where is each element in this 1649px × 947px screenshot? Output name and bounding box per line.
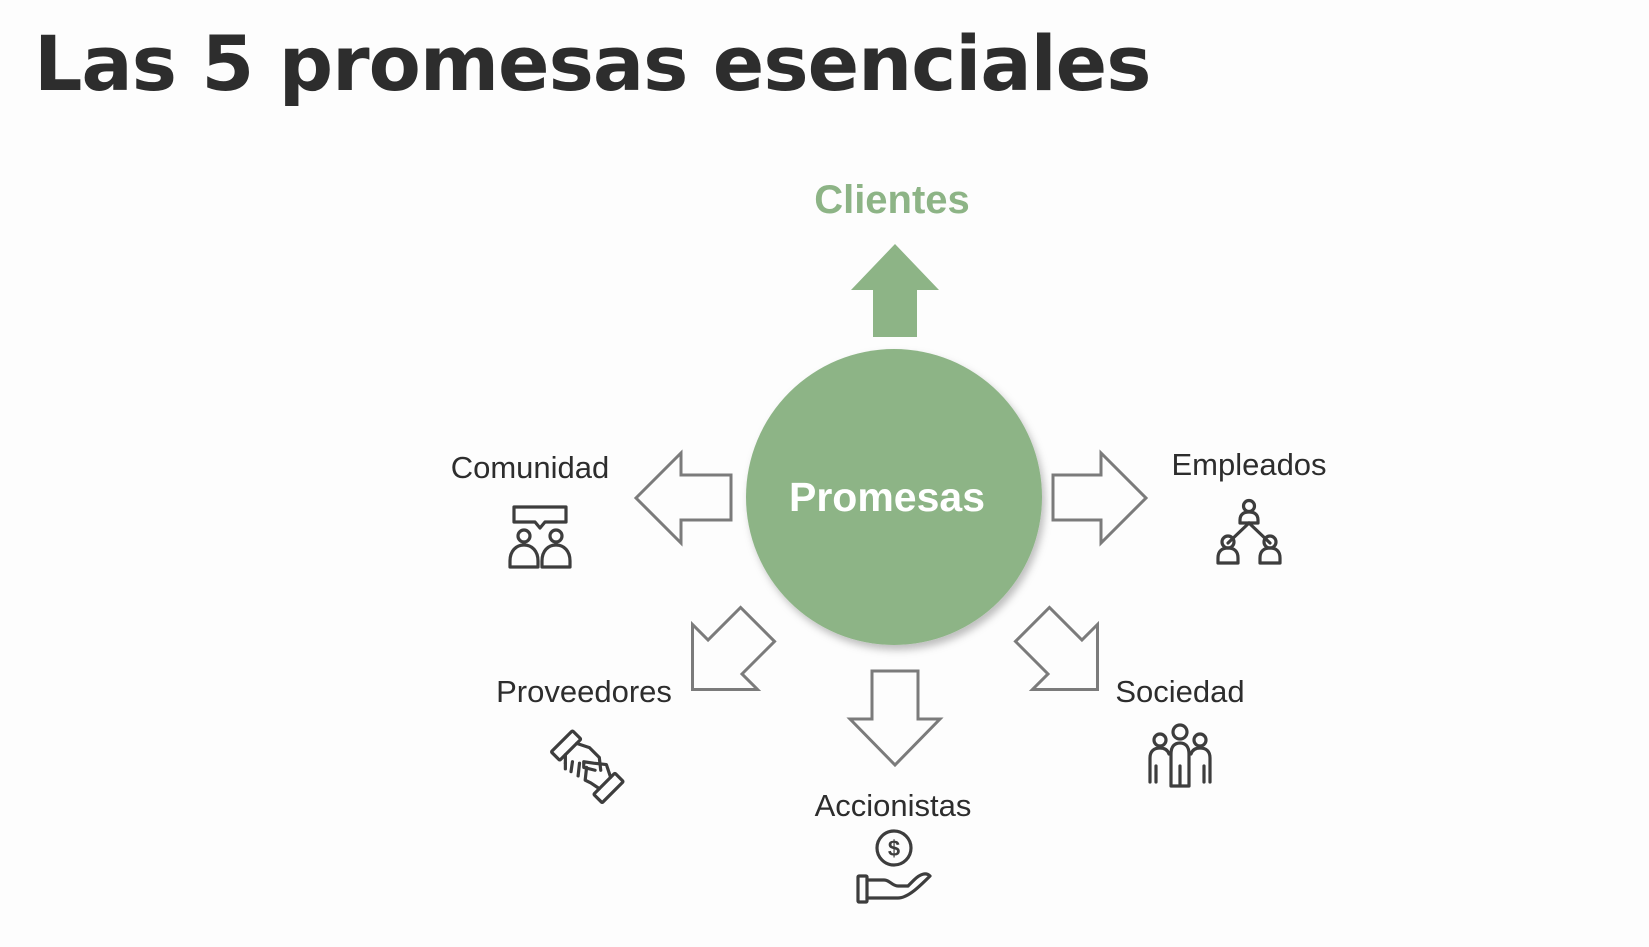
arrow-left-comunidad <box>633 449 733 547</box>
center-label: Promesas <box>789 474 985 520</box>
handshake-icon <box>550 729 625 804</box>
label-sociedad: Sociedad <box>1115 674 1244 709</box>
label-comunidad: Comunidad <box>451 450 610 485</box>
arrow-down-accionistas <box>846 669 944 768</box>
org-chart-icon <box>1216 498 1282 565</box>
page-title: Las 5 promesas esenciales <box>34 19 1151 108</box>
group-chat-icon <box>508 505 572 569</box>
people-group-icon <box>1148 723 1212 788</box>
arrow-down-left-proveedores <box>691 605 777 691</box>
label-empleados: Empleados <box>1171 447 1326 482</box>
coin-hand-icon: $ <box>856 829 932 904</box>
label-proveedores: Proveedores <box>496 674 672 709</box>
arrow-up-clientes <box>851 244 939 337</box>
arrow-down-right-sociedad <box>1013 605 1099 691</box>
label-accionistas: Accionistas <box>815 788 972 823</box>
arrow-right-empleados <box>1051 449 1149 547</box>
center-circle <box>746 349 1042 645</box>
label-clientes: Clientes <box>814 178 970 222</box>
svg-text:$: $ <box>888 836 900 861</box>
